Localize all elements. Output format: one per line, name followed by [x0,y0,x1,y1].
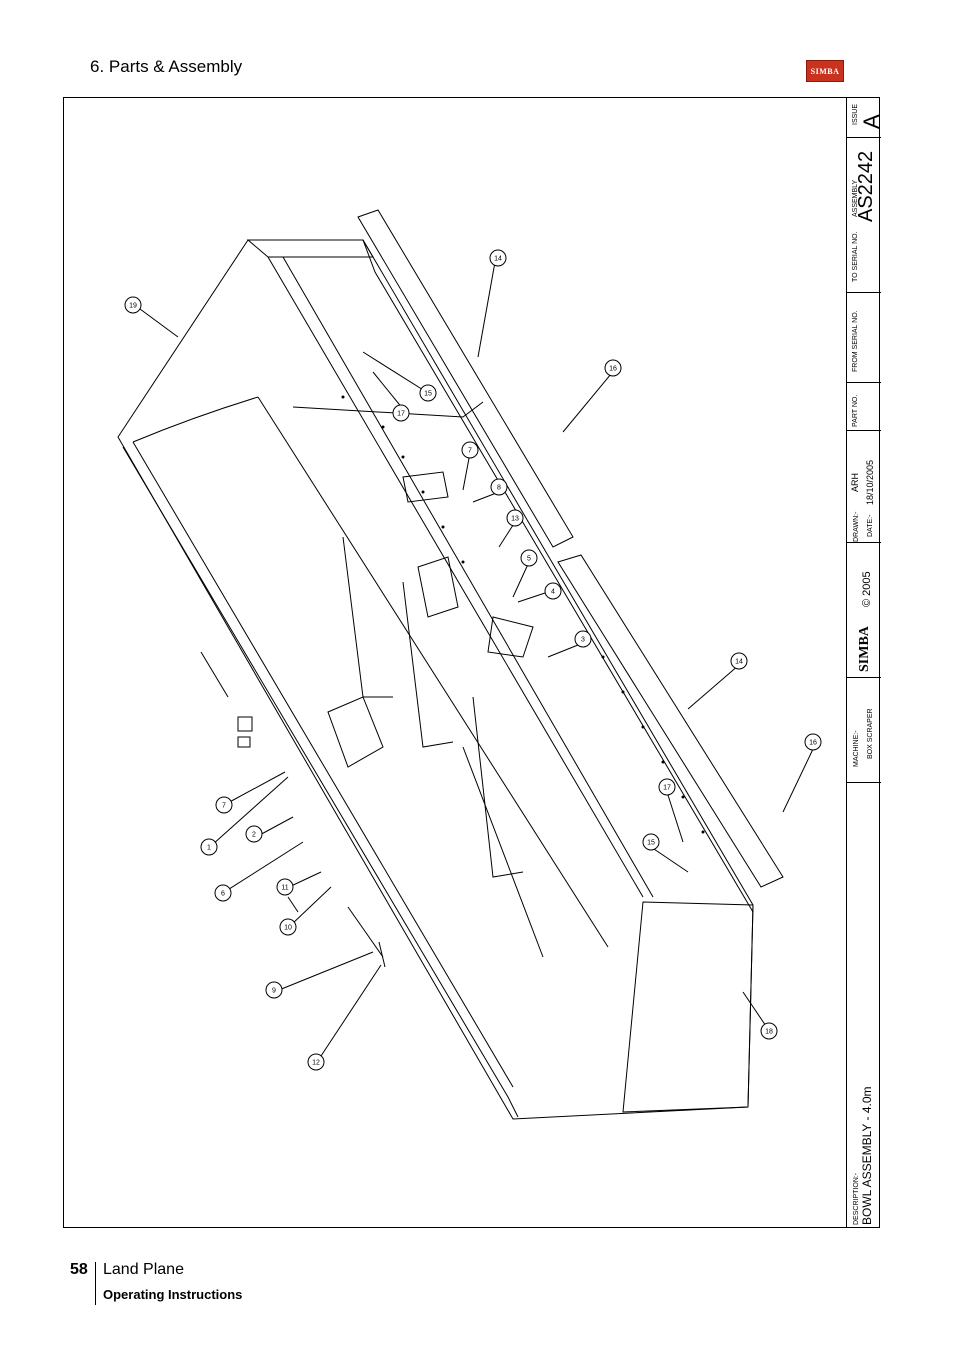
date-value: 18/10/2005 [865,459,875,505]
svg-text:7: 7 [222,803,226,810]
page-number: 58 [70,1261,88,1278]
assembly-number: AS2242 [855,150,877,222]
callout-7b: 7 [215,796,233,814]
callout-17: 17 [392,404,410,422]
separator [847,677,881,678]
svg-text:17: 17 [663,785,671,792]
description-value: BOWL ASSEMBLY - 4.0m [860,1086,874,1226]
svg-text:6: 6 [221,891,225,898]
bowl-outline [117,239,754,1120]
separator [847,382,881,383]
svg-text:9: 9 [272,988,276,995]
svg-text:10: 10 [284,925,292,932]
callout-6: 6 [214,884,232,902]
svg-text:15: 15 [424,391,432,398]
callout-16b: 16 [804,733,822,751]
svg-text:16: 16 [809,740,817,747]
svg-text:8: 8 [497,485,501,492]
callout-4: 4 [544,582,562,600]
part-no-label: PART NO. [852,394,859,427]
machine-value: BOX SCRAPER [867,708,874,759]
callout-18: 18 [760,1022,778,1040]
cutting-blade-lower [557,554,784,888]
callout-14b: 14 [730,652,748,670]
separator [847,137,881,138]
footer-divider [95,1262,96,1305]
callout-12: 12 [307,1053,325,1071]
svg-text:16: 16 [609,366,617,373]
exploded-parts-diagram: 19 14 16 15 17 7 8 13 5 4 3 14 16 17 15 … [117,209,822,1120]
from-serial-label: FROM SERIAL NO. [852,310,859,372]
separator [847,542,881,543]
separator [847,430,881,431]
svg-text:13: 13 [511,516,519,523]
svg-text:3: 3 [581,637,585,644]
separator [847,292,881,293]
copyright: © 2005 [861,571,873,607]
footer-subtitle: Operating Instructions [103,1287,243,1302]
svg-text:4: 4 [551,589,555,596]
callout-1: 1 [200,838,218,856]
drawing-frame [63,97,880,1228]
title-block: ISSUE A ASSEMBLY AS2242 TO SERIAL NO. FR… [846,97,884,1228]
svg-text:14: 14 [735,659,743,666]
separator [847,782,881,783]
footer-title: Land Plane [103,1261,184,1278]
svg-text:1: 1 [207,845,211,852]
cutting-blade-upper [357,209,574,548]
callout-13: 13 [506,509,524,527]
svg-text:5: 5 [527,556,531,563]
simba-brand: SIMBA [857,626,872,672]
to-serial-label: TO SERIAL NO. [852,231,859,282]
svg-text:14: 14 [494,256,502,263]
callout-3: 3 [574,630,592,648]
callout-2: 2 [245,825,263,843]
description-label: DESCRIPTION:- [853,1172,860,1225]
simba-logo: SIMBA [806,60,844,82]
svg-text:11: 11 [281,885,288,892]
bowl-curve [132,396,259,443]
issue-value: A [859,114,884,129]
drawn-value: ARH [850,472,860,492]
callout-10: 10 [279,918,297,936]
svg-text:17: 17 [397,411,405,418]
issue-label: ISSUE [852,103,859,125]
machine-label: MACHINE:- [853,730,860,767]
callout-19-text: 19 [129,303,137,310]
svg-text:15: 15 [647,840,655,847]
svg-text:18: 18 [765,1029,773,1036]
section-title: 6. Parts & Assembly [90,57,243,76]
callout-16: 16 [604,359,622,377]
callout-8: 8 [490,478,508,496]
callout-14: 14 [489,249,507,267]
callout-15: 15 [419,384,437,402]
callout-11: 11 [276,878,294,896]
callout-7: 7 [461,441,479,459]
callout-19: 19 [124,296,142,314]
svg-text:12: 12 [312,1060,320,1067]
svg-text:7: 7 [468,448,472,455]
svg-text:2: 2 [252,832,256,839]
callout-15b: 15 [642,833,660,851]
callout-5: 5 [520,549,538,567]
callout-9: 9 [265,981,283,999]
date-label: DATE:- [867,514,874,537]
callout-17b: 17 [658,778,676,796]
drawn-label: DRAWN:- [853,511,860,542]
